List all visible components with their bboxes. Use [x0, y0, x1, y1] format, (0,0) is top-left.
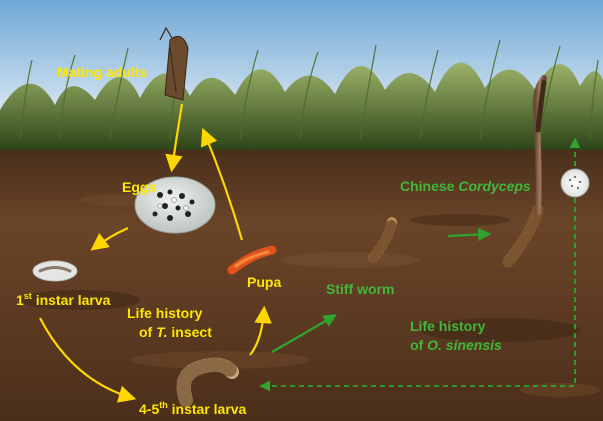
- eggs-label: Eggs: [122, 179, 156, 195]
- soil-background: [0, 118, 603, 421]
- insect-cycle-title-line2: of T. insect: [139, 324, 212, 340]
- mating-adults-label: Mating adults: [57, 64, 147, 80]
- spores-icon: [561, 169, 589, 197]
- late-instar-label: 4-5th instar larva: [139, 400, 247, 417]
- insect-cycle-title-line1: Life history: [127, 305, 203, 321]
- fungus-cycle-title-line2: of O. sinensis: [410, 337, 502, 353]
- larva-icon: [33, 261, 77, 281]
- pupa-label: Pupa: [247, 274, 281, 290]
- chinese-cordyceps-label: Chinese Cordyceps: [400, 178, 531, 194]
- fungus-cycle-title-line1: Life history: [410, 318, 486, 334]
- stiff-worm-label: Stiff worm: [326, 281, 394, 297]
